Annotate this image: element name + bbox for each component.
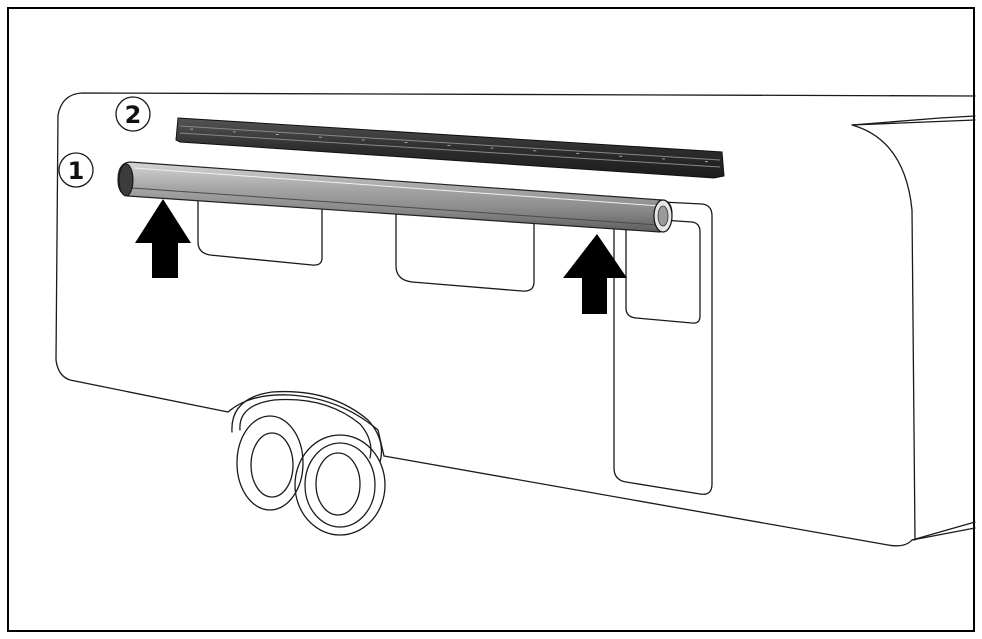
up-arrow-icon [563, 234, 627, 314]
caravan-body [55, 92, 976, 547]
callout-step-2: 2 [115, 96, 151, 132]
callout-step-1: 1 [58, 152, 94, 188]
wheel-front [294, 434, 386, 536]
awning-roll-icon [117, 161, 673, 233]
callout-step-1-label: 1 [68, 157, 85, 185]
wheel-arch [231, 390, 383, 463]
awning-rail-icon [175, 117, 725, 179]
caravan-door [613, 199, 713, 495]
diagram-frame [7, 7, 975, 632]
up-arrow-icon [135, 199, 191, 278]
callout-step-2-label: 2 [125, 101, 142, 129]
wheel-rear [236, 415, 304, 511]
